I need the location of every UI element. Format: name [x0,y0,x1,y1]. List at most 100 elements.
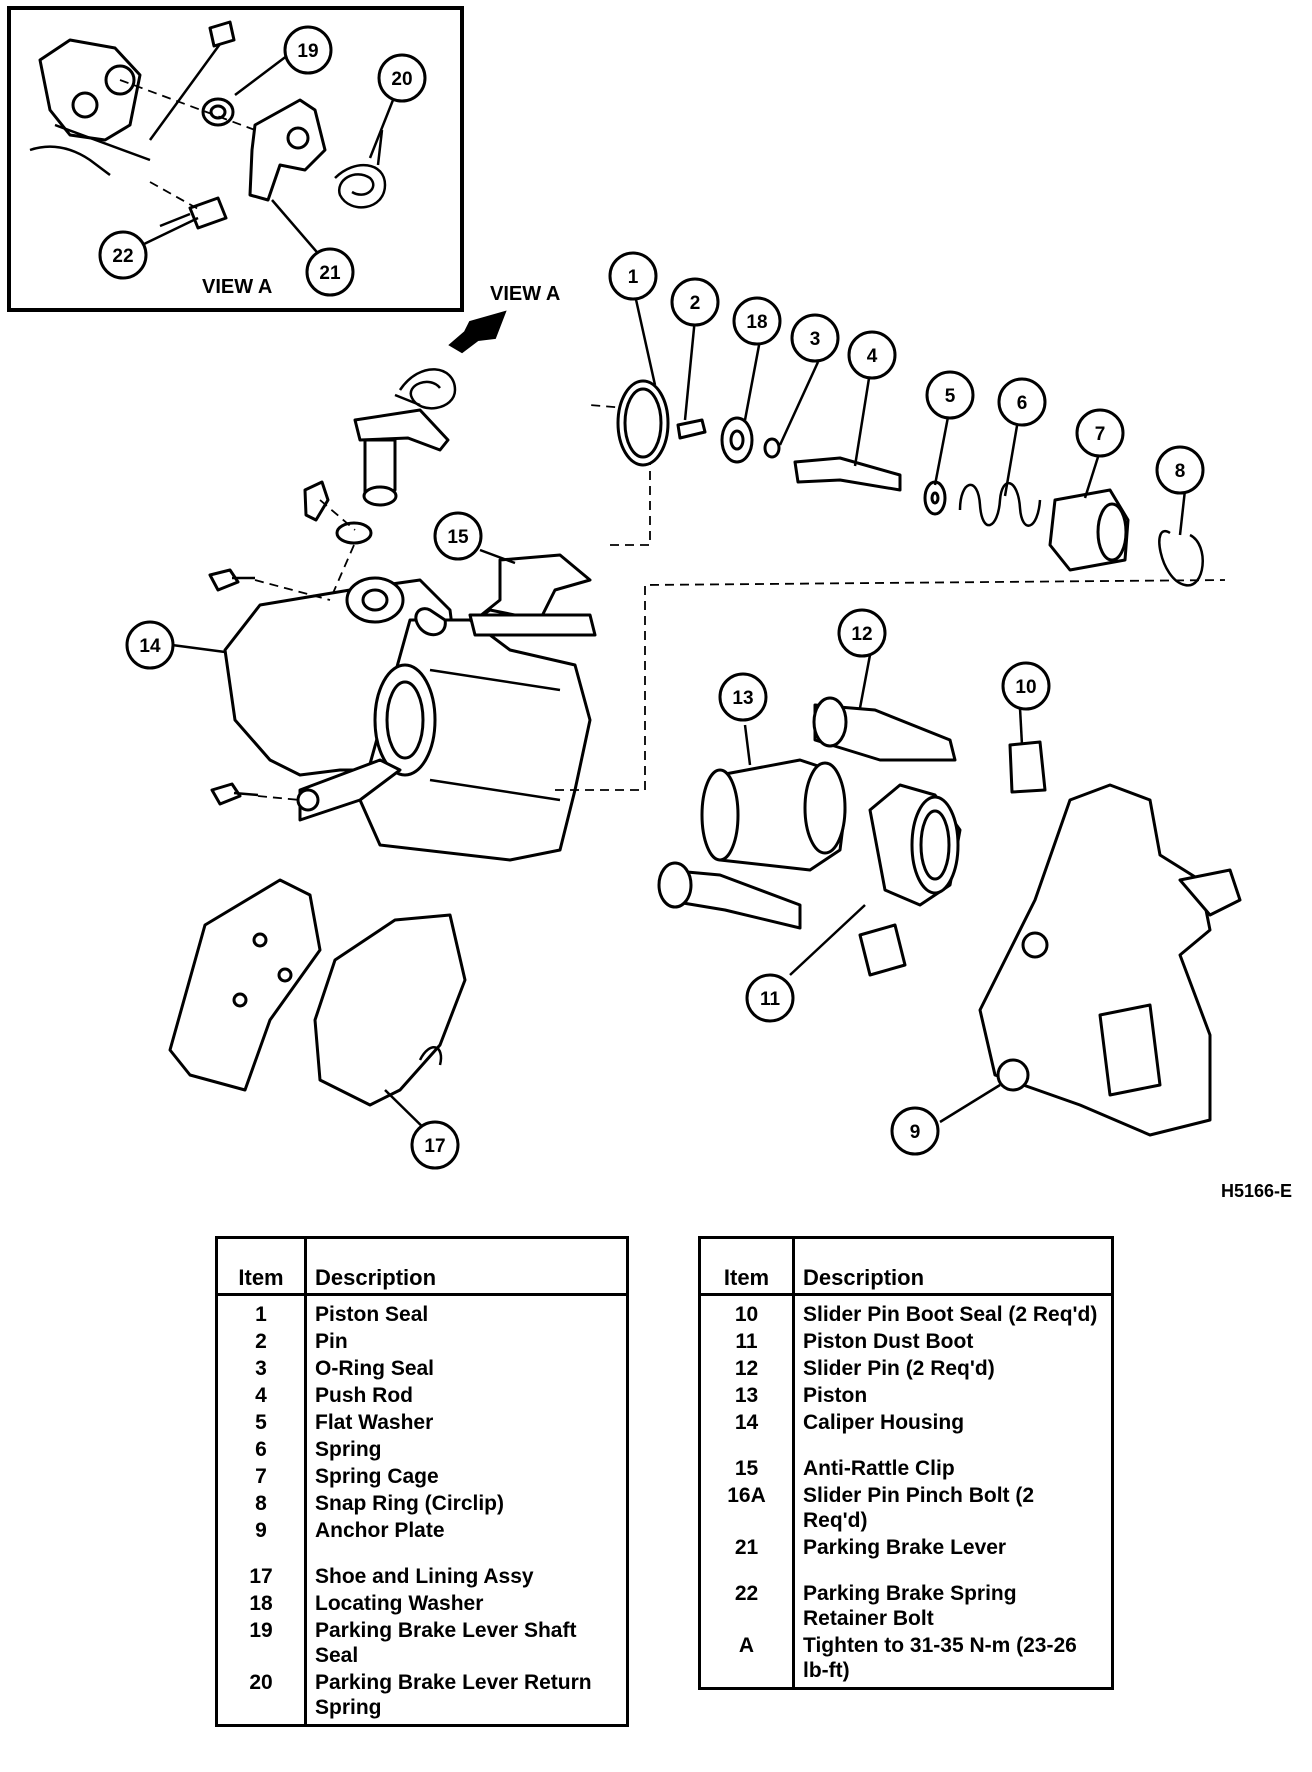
legend-description: Parking Brake Spring Retainer Bolt [803,1582,1017,1630]
legend-row: 18 Locating Washer [216,1590,628,1617]
svg-text:8: 8 [1175,461,1186,482]
view-a-pointer: VIEW A [448,283,560,354]
legend-row: 10 Slider Pin Boot Seal (2 Req'd) [699,1294,1113,1328]
legend-item-number: 10 [699,1294,795,1328]
legend-header-item: Item [699,1237,795,1296]
figure-code: H5166-E [1221,1181,1292,1201]
legend-header-description: Description [793,1237,1113,1296]
legend-description: Parking Brake Lever [803,1536,1007,1559]
anti-rattle-clip [468,553,597,637]
callout-15: 15 [433,511,483,561]
shoe-and-lining-assy [168,878,467,1107]
view-a-inset: 19 20 21 22 VIEW A [7,6,464,312]
legend-item-number: 2 [216,1328,307,1355]
svg-text:19: 19 [297,41,318,62]
callout-9: 9 [890,1106,940,1156]
legend-item-number: 16A [699,1482,795,1534]
legend-item-number: 6 [216,1436,307,1463]
callout-11: 11 [745,973,795,1023]
svg-text:14: 14 [139,636,161,657]
legend-item-number: 7 [216,1463,307,1490]
legend-header-description: Description [305,1237,628,1296]
legend-item-number: 11 [699,1328,795,1355]
legend-item-number: A [699,1632,795,1689]
legend-description: Pin [315,1330,348,1353]
view-a-pointer-label: VIEW A [490,283,560,305]
legend-description: Locating Washer [315,1592,484,1615]
callout-1: 1 [608,251,658,301]
legend-row: 2 Pin [216,1328,628,1355]
legend-description: Slider Pin Pinch Bolt (2 Req'd) [803,1484,1035,1532]
legend-description: Spring [315,1438,382,1461]
legend-description: Piston [803,1384,868,1407]
legend-description: Slider Pin Boot Seal (2 Req'd) [803,1303,1098,1326]
svg-text:10: 10 [1015,677,1036,698]
legend-row: 12 Slider Pin (2 Req'd) [699,1355,1113,1382]
callout-14: 14 [125,620,175,670]
callout-17: 17 [410,1120,460,1170]
callout-18: 18 [732,296,782,346]
legend-description: Parking Brake Lever Return Spring [315,1671,592,1719]
legend-row: 14 Caliper Housing [699,1409,1113,1436]
svg-text:3: 3 [810,329,821,350]
callout-7: 7 [1075,408,1125,458]
callout-10: 10 [1001,661,1051,711]
parking-brake-parts [303,368,457,601]
view-a-inset-label: VIEW A [202,276,272,298]
legend-row: 13 Piston [699,1382,1113,1409]
legend-description: Caliper Housing [803,1411,965,1434]
svg-text:17: 17 [424,1136,445,1157]
legend-item-number: 17 [216,1544,307,1590]
legend-description: Parking Brake Lever Shaft Seal [315,1619,577,1667]
svg-text:5: 5 [945,386,956,407]
svg-text:2: 2 [690,293,701,314]
legend-description: Anchor Plate [315,1519,445,1542]
parts-legend-right: Item Description 10 Slider Pin Boot Seal … [698,1236,1114,1690]
callout-13: 13 [718,672,768,722]
piston-and-pins [657,696,1047,977]
svg-text:15: 15 [447,527,469,548]
legend-item-number: 8 [216,1490,307,1517]
legend-item-number: 1 [216,1294,307,1328]
callout-2: 2 [670,277,720,327]
legend-item-number: 14 [699,1409,795,1436]
callout-3: 3 [790,313,840,363]
callout-20: 20 [377,53,427,103]
svg-text:6: 6 [1017,393,1028,414]
legend-description: Push Rod [315,1384,413,1407]
svg-text:7: 7 [1095,424,1106,445]
svg-text:20: 20 [391,69,412,90]
legend-description: Slider Pin (2 Req'd) [803,1357,995,1380]
anchor-plate [978,783,1242,1137]
legend-description: Piston Dust Boot [803,1330,974,1353]
svg-text:21: 21 [319,263,341,284]
legend-description: Anti-Rattle Clip [803,1457,955,1480]
caliper-housing [208,568,592,862]
svg-text:1: 1 [628,267,639,288]
callout-8: 8 [1155,445,1205,495]
legend-item-number: 15 [699,1436,795,1482]
legend-item-number: 12 [699,1355,795,1382]
svg-text:12: 12 [851,624,872,645]
svg-text:9: 9 [910,1122,921,1143]
svg-text:13: 13 [732,688,753,709]
legend-item-number: 20 [216,1669,307,1726]
legend-row: 15 Anti-Rattle Clip [699,1436,1113,1482]
legend-item-number: 13 [699,1382,795,1409]
legend-description: O-Ring Seal [315,1357,435,1380]
legend-row: 11 Piston Dust Boot [699,1328,1113,1355]
legend-item-number: 18 [216,1590,307,1617]
